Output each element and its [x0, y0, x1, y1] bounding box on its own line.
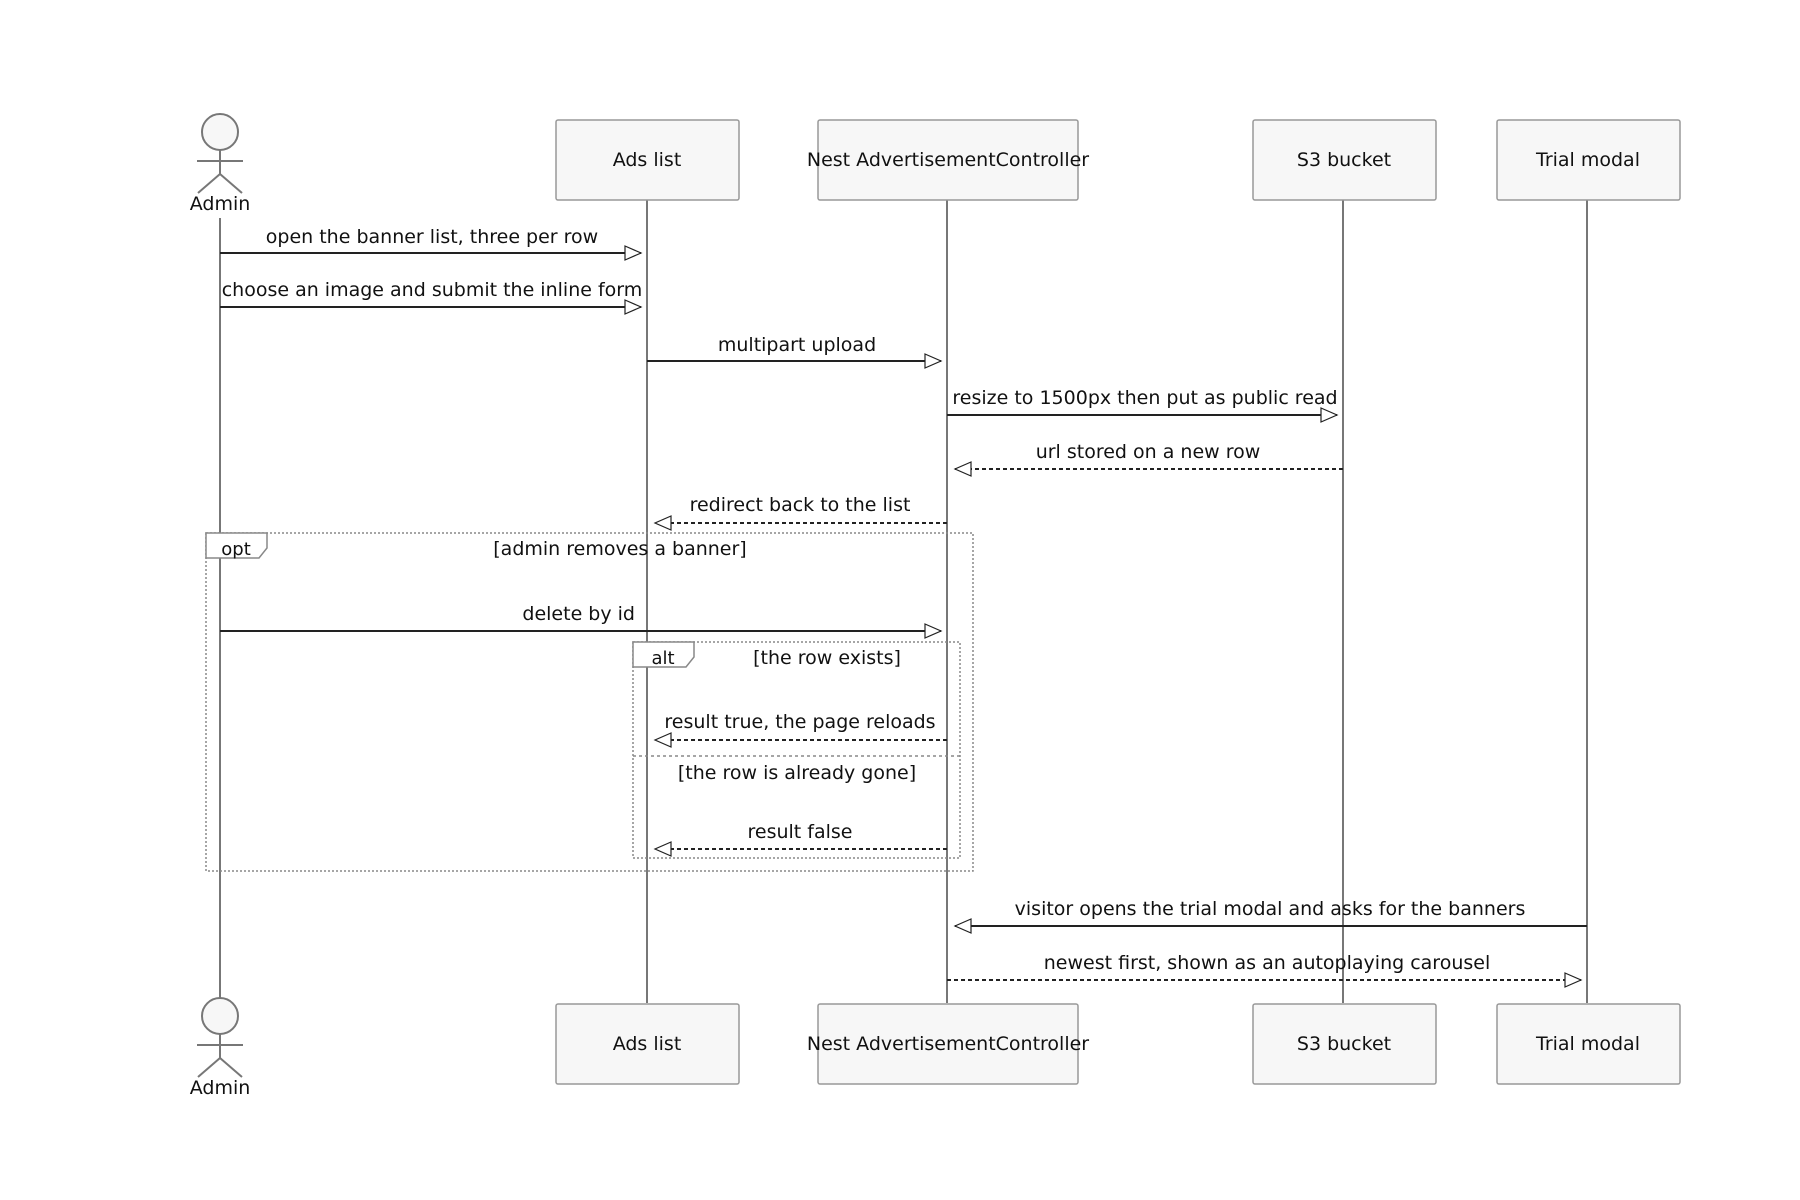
message-1-label: open the banner list, three per row	[266, 226, 598, 248]
participant-ads-top: Ads list	[555, 119, 740, 201]
participants-bottom: Admin Ads list Nest AdvertisementControl…	[190, 997, 1681, 1099]
participant-nest-top: Nest AdvertisementController	[807, 119, 1089, 201]
message-8: result true, the page reloads	[653, 711, 947, 748]
participant-ads-label: Ads list	[613, 1033, 682, 1055]
opt-condition: [admin removes a banner]	[493, 538, 746, 560]
actor-icon	[197, 113, 243, 194]
message-2: choose an image and submit the inline fo…	[220, 279, 643, 315]
message-11: newest first, shown as an autoplaying ca…	[947, 952, 1583, 988]
participant-s3-label: S3 bucket	[1297, 1033, 1391, 1055]
participant-nest-label: Nest AdvertisementController	[807, 149, 1089, 171]
alt-condition: [the row exists]	[753, 647, 901, 669]
actor-admin-top: Admin	[190, 113, 251, 215]
message-9: result false	[653, 821, 947, 857]
message-6: redirect back to the list	[653, 494, 947, 531]
message-6-label: redirect back to the list	[690, 494, 911, 516]
message-8-label: result true, the page reloads	[664, 711, 935, 733]
participant-trial-label: Trial modal	[1535, 149, 1640, 171]
message-9-label: result false	[748, 821, 853, 843]
message-7-label: delete by id	[522, 603, 635, 625]
participant-nest-bottom: Nest AdvertisementController	[807, 1003, 1089, 1085]
message-1: open the banner list, three per row	[220, 226, 643, 261]
message-2-label: choose an image and submit the inline fo…	[222, 279, 643, 301]
participant-trial-top: Trial modal	[1496, 119, 1681, 201]
participant-trial-label: Trial modal	[1535, 1033, 1640, 1055]
message-10-label: visitor opens the trial modal and asks f…	[1015, 898, 1526, 920]
participant-s3-label: S3 bucket	[1297, 149, 1391, 171]
opt-fragment: opt [admin removes a banner]	[205, 532, 974, 872]
fragments: opt [admin removes a banner] alt [the ro…	[205, 532, 974, 872]
messages: open the banner list, three per row choo…	[220, 226, 1587, 988]
participant-nest-label: Nest AdvertisementController	[807, 1033, 1089, 1055]
alt-tag: alt	[651, 648, 674, 669]
message-4-label: resize to 1500px then put as public read	[952, 387, 1337, 409]
participant-ads-label: Ads list	[613, 149, 682, 171]
participant-s3-top: S3 bucket	[1252, 119, 1437, 201]
participant-admin-label: Admin	[190, 193, 251, 215]
actor-admin-bottom: Admin	[190, 997, 251, 1099]
alt-fragment: alt [the row exists] [the row is already…	[632, 641, 961, 859]
participants-top: Admin Ads list Nest AdvertisementControl…	[190, 113, 1681, 215]
message-7: delete by id	[220, 603, 943, 639]
lifelines	[219, 200, 1588, 1003]
message-3: multipart upload	[647, 334, 943, 369]
participant-trial-bottom: Trial modal	[1496, 1003, 1681, 1085]
alt-else-condition: [the row is already gone]	[678, 762, 916, 784]
participant-s3-bottom: S3 bucket	[1252, 1003, 1437, 1085]
message-11-label: newest first, shown as an autoplaying ca…	[1044, 952, 1490, 974]
participant-admin-label: Admin	[190, 1077, 251, 1099]
message-5-label: url stored on a new row	[1036, 441, 1261, 463]
message-3-label: multipart upload	[718, 334, 876, 356]
participant-ads-bottom: Ads list	[555, 1003, 740, 1085]
message-5: url stored on a new row	[953, 441, 1343, 477]
message-10: visitor opens the trial modal and asks f…	[953, 898, 1587, 934]
actor-icon	[197, 997, 243, 1078]
message-4: resize to 1500px then put as public read	[947, 387, 1339, 423]
opt-tag: opt	[221, 539, 251, 560]
